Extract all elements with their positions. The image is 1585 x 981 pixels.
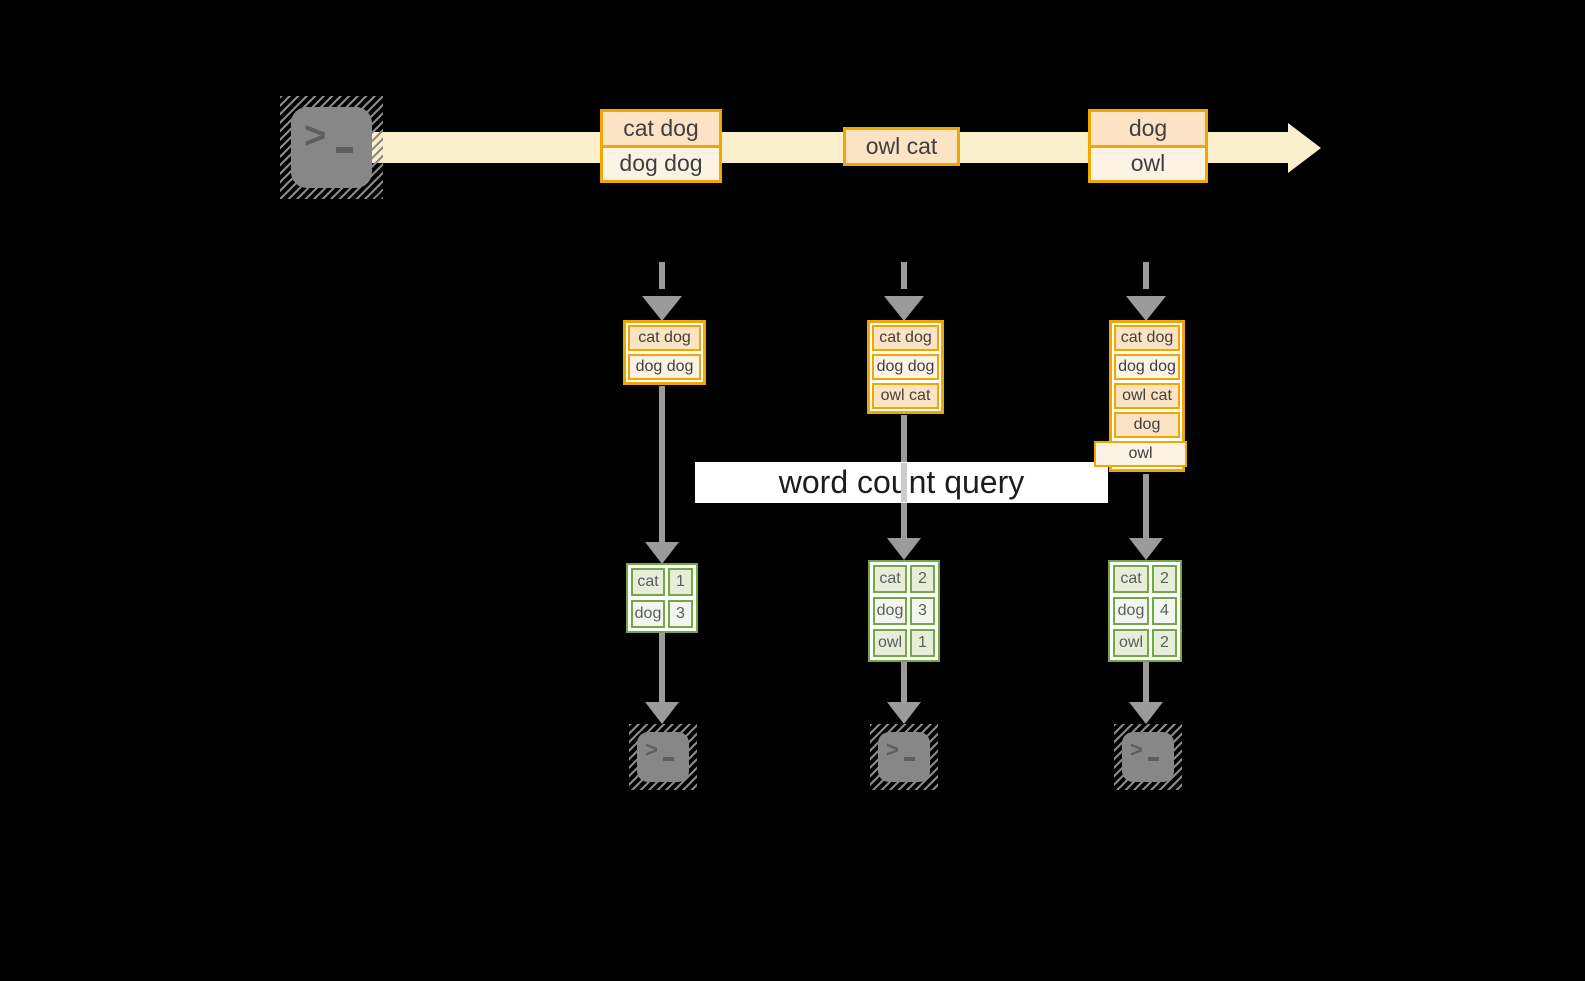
count-row: dog 3 [631, 600, 693, 628]
buffer-row: cat dog [628, 325, 701, 351]
message-line: owl [1091, 147, 1205, 180]
terminal-screen: > [291, 107, 372, 188]
stream-message: owl cat [843, 127, 960, 166]
buffer-stack: cat dog dog dog owl cat [867, 320, 944, 414]
word-cell: owl [873, 629, 907, 657]
stream-band-arrowhead [1288, 123, 1321, 173]
stream-message: dog owl [1088, 109, 1208, 183]
buffer-stack: cat dog dog dog owl cat dog owl [1094, 320, 1187, 472]
terminal-screen: > [1122, 732, 1174, 782]
count-row: owl 1 [873, 629, 935, 657]
prompt-underscore-icon [1148, 757, 1159, 761]
buffer-row: dog dog [872, 354, 939, 380]
source-terminal-icon: > [280, 96, 383, 199]
count-cell: 2 [1152, 565, 1177, 593]
prompt-chevron-icon: > [1130, 737, 1143, 762]
prompt-underscore-icon [663, 757, 674, 761]
count-cell: 4 [1152, 597, 1177, 625]
buffer-row: owl [1094, 441, 1187, 467]
word-cell: cat [873, 565, 907, 593]
word-cell: dog [1113, 597, 1149, 625]
count-row: dog 4 [1113, 597, 1177, 625]
count-cell: 1 [668, 568, 693, 596]
count-row: cat 2 [873, 565, 935, 593]
word-cell: cat [1113, 565, 1149, 593]
sink-terminal-icon: > [870, 724, 938, 790]
buffer-row: owl cat [1114, 383, 1180, 409]
buffer-row: owl cat [872, 383, 939, 409]
count-cell: 1 [910, 629, 935, 657]
buffer-row: cat dog [872, 325, 939, 351]
count-cell: 3 [668, 600, 693, 628]
count-row: owl 2 [1113, 629, 1177, 657]
terminal-screen: > [637, 732, 689, 782]
count-row: cat 1 [631, 568, 693, 596]
count-cell: 3 [910, 597, 935, 625]
dashed-arrow [884, 262, 924, 321]
message-line: dog [1091, 112, 1205, 145]
sink-terminal-icon: > [629, 724, 697, 790]
terminal-screen: > [878, 732, 930, 782]
buffer-row: dog [1114, 412, 1180, 438]
buffer-row: dog dog [628, 354, 701, 380]
count-cell: 2 [1152, 629, 1177, 657]
count-table: cat 1 dog 3 [626, 563, 698, 633]
flow-arrow [645, 628, 679, 724]
prompt-underscore-icon [904, 757, 915, 761]
prompt-chevron-icon: > [886, 737, 899, 762]
flow-arrow [1129, 658, 1163, 724]
flow-arrow [645, 386, 679, 564]
count-table: cat 2 dog 4 owl 2 [1108, 560, 1182, 662]
count-row: dog 3 [873, 597, 935, 625]
flow-arrow [887, 658, 921, 724]
message-line: cat dog [603, 112, 719, 145]
count-row: cat 2 [1113, 565, 1177, 593]
count-table: cat 2 dog 3 owl 1 [868, 560, 940, 662]
sink-terminal-icon: > [1114, 724, 1182, 790]
buffer-row: cat dog [1114, 325, 1180, 351]
stream-message: cat dog dog dog [600, 109, 722, 183]
prompt-chevron-icon: > [304, 115, 327, 157]
word-cell: dog [873, 597, 907, 625]
prompt-underscore-icon [336, 147, 353, 153]
arrow-through-label [901, 463, 907, 502]
buffer-row: dog dog [1114, 354, 1180, 380]
dashed-arrow [642, 262, 682, 321]
dashed-arrow [1126, 262, 1166, 321]
message-line: dog dog [603, 147, 719, 180]
prompt-chevron-icon: > [645, 737, 658, 762]
word-cell: dog [631, 600, 665, 628]
message-line: owl cat [846, 130, 957, 163]
count-cell: 2 [910, 565, 935, 593]
buffer-stack: cat dog dog dog [623, 320, 706, 385]
flow-arrow [1129, 474, 1163, 560]
word-cell: owl [1113, 629, 1149, 657]
word-cell: cat [631, 568, 665, 596]
